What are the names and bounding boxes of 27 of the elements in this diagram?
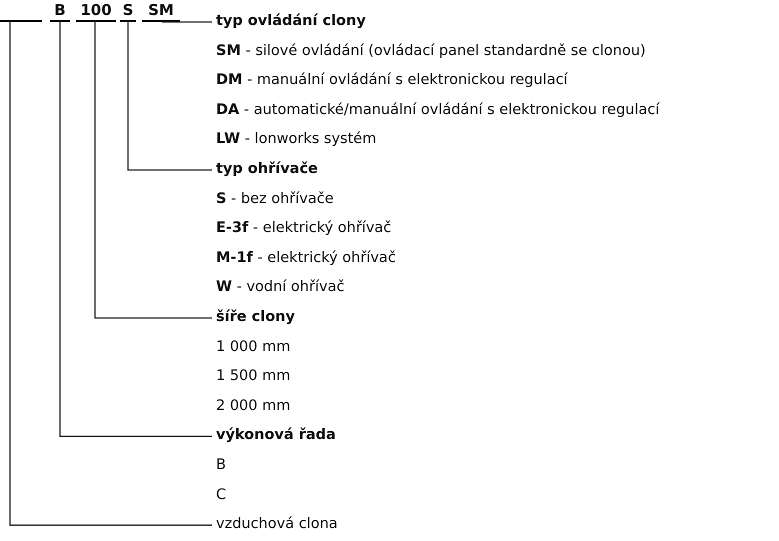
leader-line bbox=[94, 22, 212, 319]
option-text: SM - silové ovládání (ovládací panel standardně se clonou) bbox=[216, 42, 646, 60]
code-segment: B bbox=[50, 2, 70, 22]
option-text: 1 000 mm bbox=[216, 338, 290, 356]
section-heading: typ ohřívače bbox=[216, 160, 318, 178]
option-text: S - bez ohřívače bbox=[216, 190, 334, 208]
option-text: M-1f - elektrický ohřívač bbox=[216, 248, 396, 267]
code-segment: SM bbox=[142, 2, 180, 22]
section-heading: výkonová řada bbox=[216, 426, 336, 444]
option-text: W - vodní ohřívač bbox=[216, 278, 344, 296]
option-text: DA - automatické/manuální ovládání s elektronickou regulací bbox=[216, 100, 660, 119]
option-text: LW - lonworks systém bbox=[216, 130, 376, 148]
product-name: vzduchová clona bbox=[216, 515, 338, 534]
section-heading: typ ovládání clony bbox=[216, 12, 366, 30]
leader-line bbox=[59, 22, 212, 438]
option-text: DM - manuální ovládání s elektronickou regulací bbox=[216, 71, 568, 90]
section-heading: šíře clony bbox=[216, 308, 295, 326]
option-text: 1 500 mm bbox=[216, 367, 290, 386]
code-segment: S bbox=[120, 2, 136, 22]
option-text: E-3f - elektrický ohřívač bbox=[216, 219, 392, 238]
option-text: 2 000 mm bbox=[216, 396, 290, 415]
option-text: B bbox=[216, 456, 226, 474]
option-text: C bbox=[216, 486, 226, 504]
leader-line bbox=[127, 22, 212, 171]
leader-line bbox=[161, 21, 212, 23]
leader-line bbox=[9, 22, 212, 526]
code-segment: 100 bbox=[76, 2, 116, 22]
